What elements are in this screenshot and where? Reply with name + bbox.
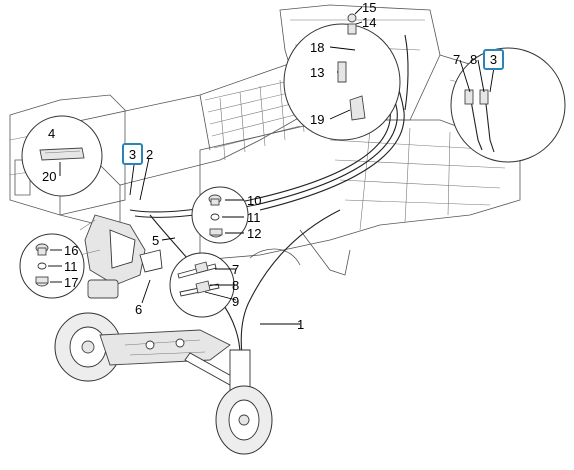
label-13: 13 [310, 65, 324, 80]
label-9: 9 [232, 294, 239, 309]
label-17: 17 [64, 275, 78, 290]
detail-14-15 [347, 13, 357, 35]
label-11-left: 11 [64, 259, 78, 274]
label-7-mid: 7 [232, 262, 239, 277]
detail-circle-4-20 [21, 115, 103, 197]
part-labels: 1 2 4 5 6 7 7 8 8 9 10 11 11 12 13 14 15… [42, 0, 477, 332]
label-8-mid: 8 [232, 278, 239, 293]
label-20: 20 [42, 169, 56, 184]
label-14: 14 [362, 15, 376, 30]
callout-box-3-left[interactable]: 3 [122, 143, 143, 165]
label-19: 19 [310, 112, 324, 127]
label-3-right: 3 [490, 52, 497, 67]
label-3-left: 3 [129, 147, 136, 162]
label-6: 6 [135, 302, 142, 317]
detail-circle-13-18-19 [283, 23, 401, 141]
label-10: 10 [247, 193, 261, 208]
label-2: 2 [146, 147, 153, 162]
label-12: 12 [247, 226, 261, 241]
label-16: 16 [64, 243, 78, 258]
leader-lines [48, 6, 495, 325]
label-1: 1 [297, 317, 304, 332]
label-15: 15 [362, 0, 376, 15]
label-18: 18 [310, 40, 324, 55]
label-8-right: 8 [470, 52, 477, 67]
detail-circle-10-11-12 [191, 186, 249, 244]
label-5: 5 [152, 233, 159, 248]
pedal-assembly [79, 214, 163, 299]
detail-circle-7-8-3 [450, 47, 566, 163]
part-4-shape [39, 147, 85, 161]
label-4: 4 [48, 126, 55, 141]
label-7-right: 7 [453, 52, 460, 67]
label-11-mid: 11 [247, 210, 261, 225]
callout-box-3-right[interactable]: 3 [483, 49, 504, 70]
front-suspension [54, 312, 273, 455]
